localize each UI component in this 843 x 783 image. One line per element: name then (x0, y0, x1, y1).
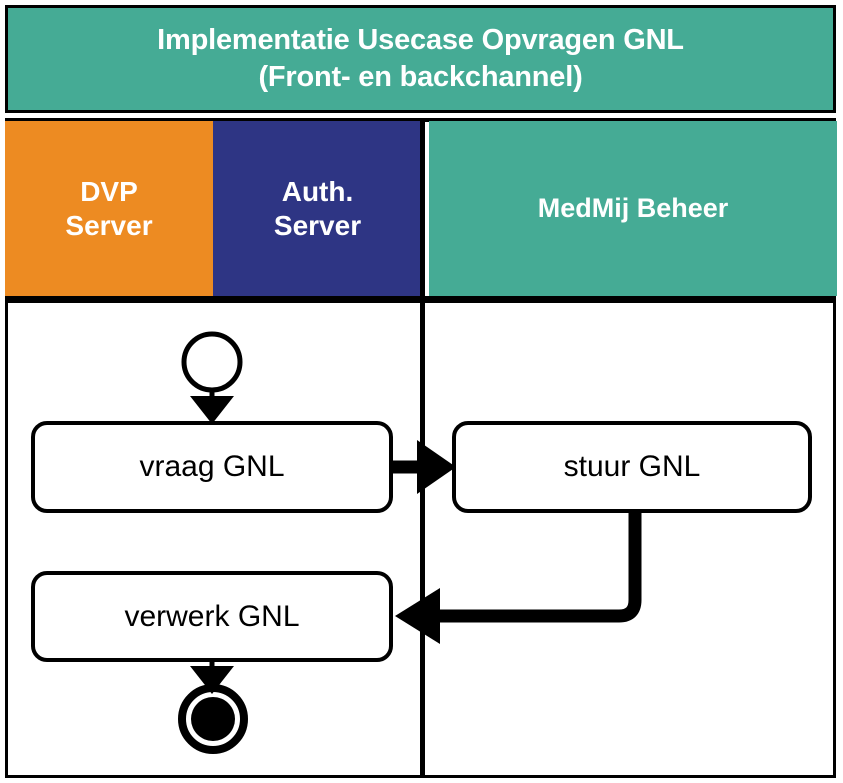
activity-label-verwerk-gnl: verwerk GNL (124, 599, 300, 633)
swimlane-label-medmij-beheer: MedMij Beheer (537, 193, 729, 224)
swimlane-header-medmij-beheer: MedMij Beheer (429, 121, 837, 296)
swimlane-header-auth-server: Auth. Server (213, 121, 422, 296)
activity-node-stuur-gnl[interactable]: stuur GNL (452, 421, 812, 513)
swimlane-divider-header (420, 121, 425, 300)
swimlane-divider-body (420, 300, 425, 778)
diagram-title-banner: Implementatie Usecase Opvragen GNL (Fron… (5, 5, 836, 113)
activity-node-verwerk-gnl[interactable]: verwerk GNL (31, 571, 393, 662)
swimlane-header-dvp-server: DVP Server (5, 121, 213, 296)
activity-node-vraag-gnl[interactable]: vraag GNL (31, 421, 393, 513)
swimlane-label-dvp-server: DVP Server (65, 175, 153, 241)
activity-label-vraag-gnl: vraag GNL (139, 450, 285, 483)
page-title: Implementatie Usecase Opvragen GNL (Fron… (157, 23, 684, 93)
activity-label-stuur-gnl: stuur GNL (563, 450, 701, 483)
swimlane-label-auth-server: Auth. Server (273, 175, 362, 241)
frame-top-border (5, 118, 836, 122)
swimlane-header-row: DVP Server Auth. Server MedMij Beheer (2, 121, 840, 296)
